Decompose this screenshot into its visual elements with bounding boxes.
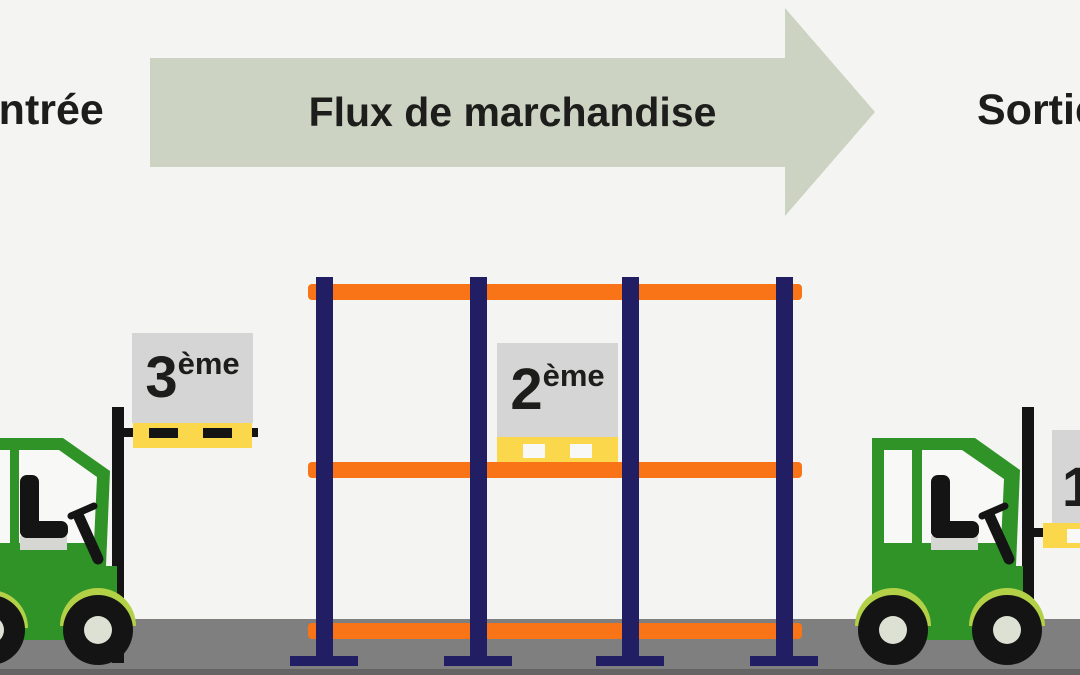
- carton-box: [497, 343, 618, 437]
- rack-post: [316, 277, 333, 666]
- pallet-notch: [203, 428, 232, 438]
- flow-arrow-body: [150, 58, 785, 167]
- stored-pallet-unit: [497, 343, 618, 462]
- pallet-label-base: 3: [145, 345, 178, 410]
- cab-window: [884, 450, 912, 543]
- pallet-notch: [570, 444, 592, 458]
- rack-beam-bottom: [308, 623, 802, 639]
- exit-label: Sortie: [977, 86, 1080, 134]
- pallet: [497, 437, 618, 462]
- rack-foot: [750, 656, 818, 666]
- carton-box: [132, 333, 253, 423]
- pallet-label-1: 1: [1062, 452, 1080, 522]
- driver-seat: [20, 521, 68, 538]
- pallet-notch: [523, 444, 545, 458]
- steering-column: [984, 511, 1015, 565]
- pallet-label-suffix: ème: [542, 357, 605, 393]
- carton-box: [1052, 430, 1080, 523]
- wheel-hub: [993, 616, 1021, 644]
- rack-beam-middle: [308, 462, 802, 478]
- forklift-mast: [1022, 407, 1034, 603]
- wheel: [0, 596, 25, 664]
- pallet-label-base: 1: [1062, 455, 1080, 518]
- rack-post: [776, 277, 793, 666]
- seat-base: [931, 536, 978, 550]
- rack-foot: [444, 656, 512, 666]
- seat-base: [20, 536, 67, 550]
- floor-edge: [0, 669, 1080, 675]
- steering-column: [73, 511, 104, 565]
- pallet-label-suffix: ème: [177, 345, 240, 381]
- rack-post: [470, 277, 487, 666]
- forklift-left: [0, 333, 258, 665]
- pallet-label-base: 2: [510, 357, 543, 422]
- rack-foot: [596, 656, 664, 666]
- rack-post: [622, 277, 639, 666]
- rack-beam-top: [308, 284, 802, 300]
- forklift-right: [855, 407, 1080, 665]
- pallet-rack: [290, 277, 818, 666]
- pallet-notch: [149, 428, 178, 438]
- wheel-hub: [879, 616, 907, 644]
- flow-arrow-head-icon: [785, 8, 875, 216]
- driver-seat: [931, 521, 979, 538]
- cab-window: [0, 450, 10, 543]
- steering-handle: [978, 502, 1009, 520]
- pallet-notch: [1067, 529, 1080, 543]
- steering-handle: [67, 502, 98, 520]
- wheel-hub: [84, 616, 112, 644]
- entry-label: Entrée: [0, 86, 104, 134]
- wheel-hub: [0, 620, 4, 640]
- rack-foot: [290, 656, 358, 666]
- flow-arrow-label: Flux de marchandise: [308, 89, 717, 135]
